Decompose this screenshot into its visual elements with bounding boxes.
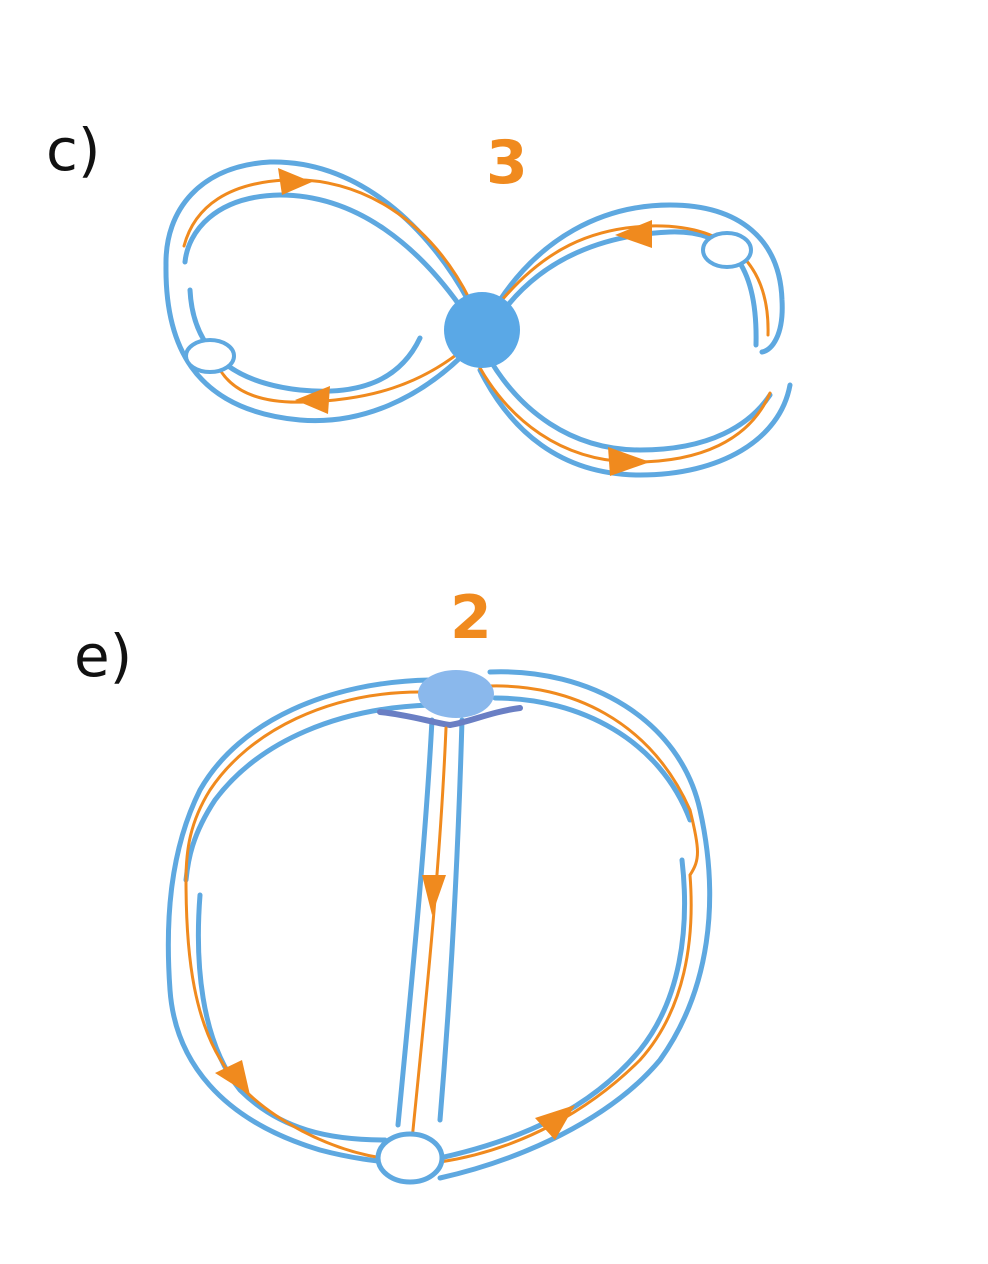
filled-vertex-top — [418, 670, 494, 718]
panel-e-trajectories — [184, 684, 699, 1164]
panel-e-number: 2 — [450, 583, 492, 653]
trajectory-right-arc — [438, 684, 699, 1164]
left-loop-inner-lower-strand — [187, 287, 423, 394]
arrowhead-right-top-left — [278, 168, 312, 195]
trajectory-bottom-left — [213, 346, 467, 404]
arrowhead-right-bottom-right — [608, 447, 650, 476]
trajectory-top-left — [182, 178, 472, 302]
outer-left-top-strand — [165, 677, 433, 1165]
arrowhead-up-right-arc — [535, 1105, 575, 1140]
filled-vertex-center — [444, 292, 520, 368]
open-vertex-left — [184, 338, 236, 374]
chord-left-strand — [395, 717, 435, 1128]
outer-right-top-strand — [437, 669, 713, 1181]
right-lower-outer-strand — [477, 367, 793, 478]
left-loop-outer-strand — [163, 159, 473, 424]
panel-c-number: 3 — [486, 128, 528, 198]
trajectory-chord — [410, 726, 448, 1142]
inner-right-lower-strand — [437, 857, 688, 1161]
right-loop-inner-strand — [505, 229, 759, 348]
circle-tubes — [165, 669, 713, 1181]
inner-right-top-strand — [492, 695, 693, 823]
right-loop-outer-strand — [497, 202, 785, 355]
panel-e: e) 2 — [74, 583, 713, 1185]
inner-left-lower-strand — [195, 892, 388, 1143]
figure-eight-tubes — [163, 159, 793, 478]
panel-c: c) 3 — [46, 116, 793, 478]
arrowhead-down-left-arc — [215, 1060, 250, 1095]
right-lower-inner-strand — [487, 357, 773, 453]
arrowhead-down-chord — [422, 875, 446, 915]
arrowhead-left-bottom-left — [295, 386, 330, 414]
top-vertex-shadow — [377, 705, 523, 729]
panel-c-trajectories — [182, 168, 772, 476]
open-vertex-right — [701, 231, 753, 269]
chord-right-strand — [437, 717, 465, 1123]
inner-left-top-strand — [183, 702, 433, 883]
left-loop-inner-strand — [182, 192, 463, 309]
panel-c-label: c) — [46, 116, 101, 184]
arrowhead-left-top-right — [615, 220, 652, 248]
open-vertex-bottom — [375, 1131, 445, 1185]
panel-e-label: e) — [74, 622, 132, 690]
trajectory-left-arc — [184, 690, 422, 1160]
